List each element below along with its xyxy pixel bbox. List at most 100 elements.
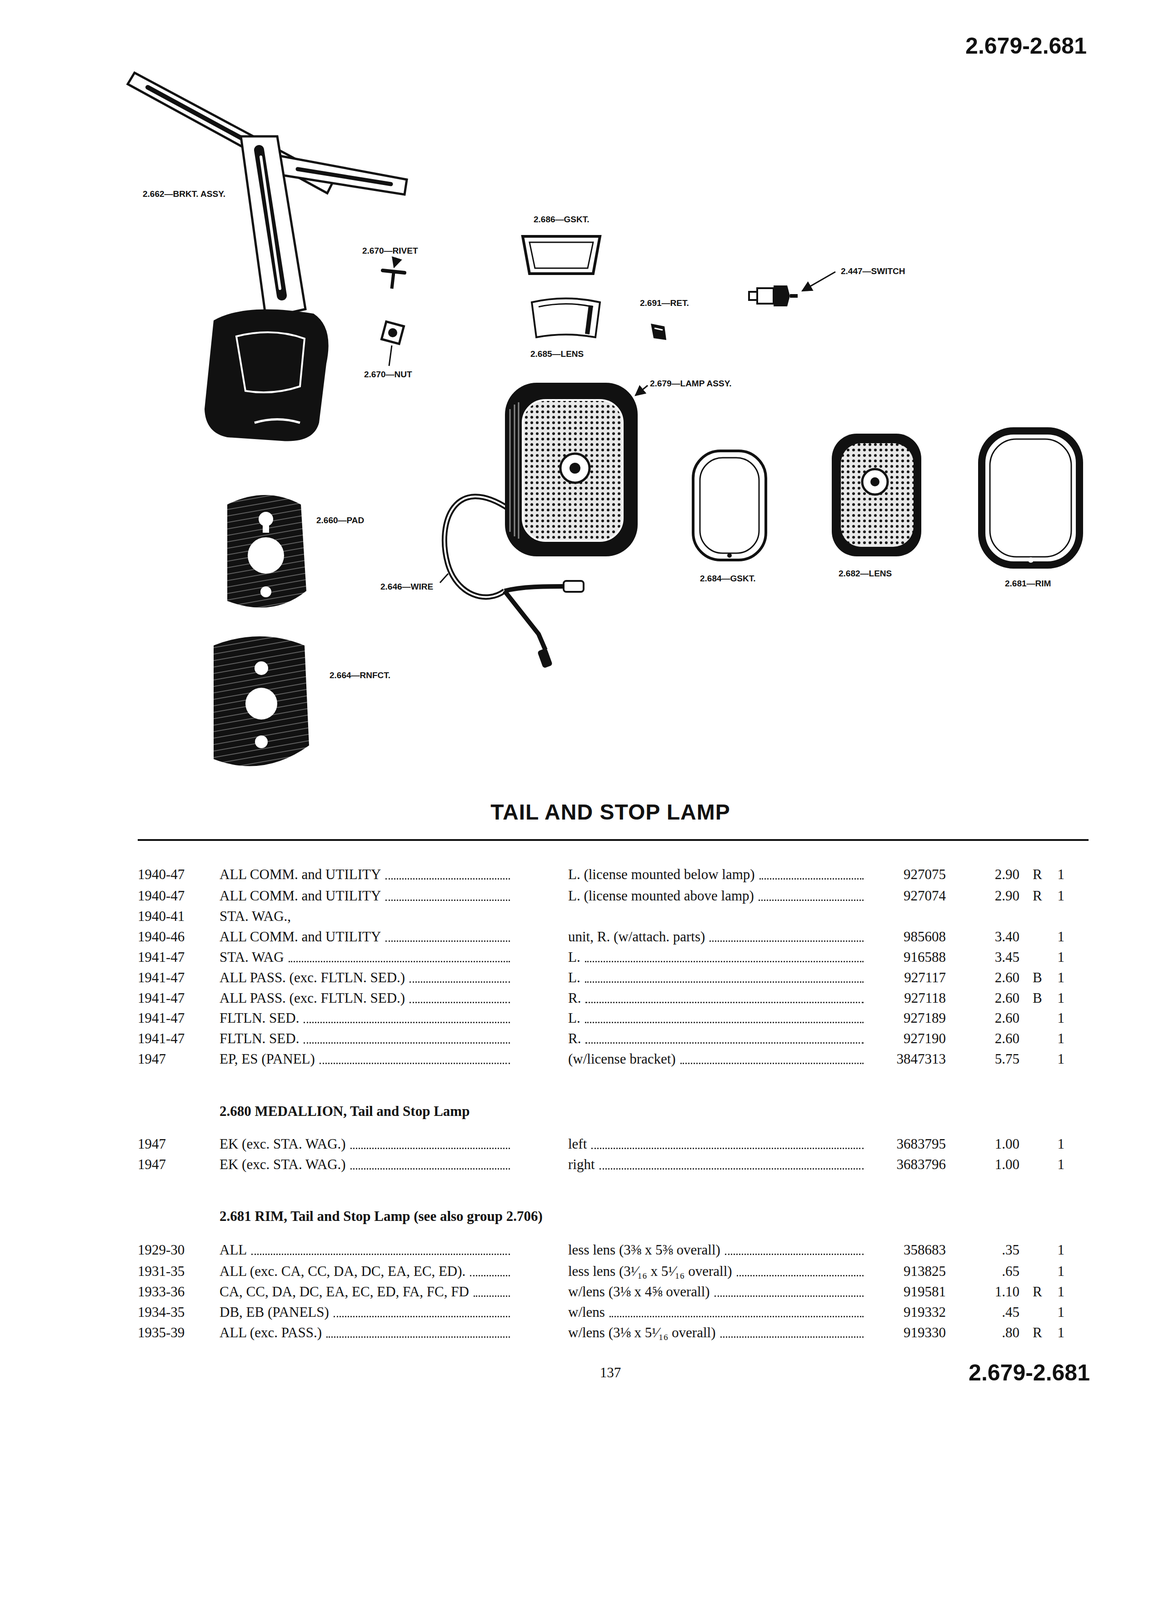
dot-leader [385,940,510,942]
table-cell: 1 [1057,1241,1065,1259]
table-cell: w/lens (3⅛ x 5¹⁄₁₆ overall) [568,1323,716,1341]
callout-label: 2.679—LAMP ASSY. [649,378,732,390]
callout-label: 2.691—RET. [639,298,690,309]
dot-leader [714,1295,864,1297]
table-cell: 916588 [903,948,946,966]
lamp-face-parts [693,430,1080,565]
table-cell: STA. WAG [219,948,285,966]
table-cell: FLTLN. SED. [219,1009,300,1027]
table-cell: 2.60 [994,1029,1020,1047]
table-cell: ALL (exc. PASS.) [219,1323,322,1341]
page-title: TAIL AND STOP LAMP [490,799,730,826]
dot-leader [303,1021,510,1024]
lamp-assembly [439,382,648,669]
table-cell: 919330 [903,1323,946,1341]
dot-leader [724,1253,864,1255]
callout-label: 2.681—RIM [1004,578,1051,590]
table-cell: 1.10 [994,1283,1020,1300]
table-cell: 1929-30 [137,1241,185,1259]
dot-leader [251,1253,510,1255]
table-cell: 3683796 [896,1155,947,1173]
page-header: 2.679-2.681 [965,32,1087,60]
table-cell: 3847313 [896,1050,947,1068]
table-cell: 1 [1057,969,1065,986]
table-cell: EP, ES (PANEL) [219,1050,315,1068]
table-cell: R [1032,1323,1043,1341]
table-cell: 913825 [903,1262,946,1280]
callout-label: 2.685—LENS [530,349,584,360]
table-cell: 2.60 [994,989,1020,1007]
table-cell: .45 [1001,1303,1020,1321]
table-cell: 1 [1057,1029,1065,1047]
table-cell: 358683 [903,1241,946,1259]
table-cell: unit, R. (w/attach. parts) [568,928,705,945]
table-cell: 1 [1057,865,1065,883]
dot-leader [409,1001,510,1004]
table-cell: L. [568,948,581,966]
dot-leader [680,1062,864,1065]
table-cell: ALL COMM. and UTILITY [219,865,381,883]
dot-leader [720,1336,865,1338]
bracket-assembly [127,72,407,442]
table-cell: EK (exc. STA. WAG.) [219,1135,346,1153]
dot-leader [326,1336,510,1338]
dot-leader [350,1147,510,1149]
table-cell: 919581 [903,1283,946,1300]
table-cell: 927189 [903,1009,946,1027]
dot-leader [473,1295,510,1297]
table-rule [137,839,1089,841]
table-cell: 1 [1057,1283,1065,1300]
dot-leader [319,1062,510,1065]
table-cell: 3.45 [994,948,1020,966]
table-cell: 2.60 [994,1009,1020,1027]
section-heading: 2.681 RIM, Tail and Stop Lamp (see also … [219,1207,543,1225]
callout-label: 2.684—GSKT. [699,573,756,585]
callout-label: 2.686—GSKT. [533,214,590,225]
dot-leader [599,1168,864,1170]
table-cell: 1935-39 [137,1323,185,1341]
callout-label: 2.646—WIRE [380,581,434,593]
dot-leader [469,1274,510,1277]
page-number: 137 [599,1363,622,1381]
table-cell: 1 [1057,1262,1065,1280]
table-cell: 1933-36 [137,1283,185,1300]
table-cell: 1941-47 [137,969,185,986]
table-cell: 1941-47 [137,1009,185,1027]
table-cell: 1940-47 [137,865,185,883]
table-cell: ALL PASS. (exc. FLTLN. SED.) [219,989,405,1007]
dot-leader [736,1274,864,1277]
table-cell: EK (exc. STA. WAG.) [219,1155,346,1173]
table-cell: 1947 [137,1155,166,1173]
table-cell: right [568,1155,595,1173]
dot-leader [385,899,510,901]
table-cell: .80 [1001,1323,1020,1341]
table-cell: ALL COMM. and UTILITY [219,928,381,945]
table-cell: 927190 [903,1029,946,1047]
table-cell: 1.00 [994,1155,1020,1173]
table-cell: R [1032,887,1043,905]
callout-label: 2.670—NUT [364,369,413,380]
table-cell: 3683795 [896,1135,947,1153]
callout-label: 2.660—PAD [316,515,365,526]
dot-leader [591,1147,864,1149]
table-cell: 1.00 [994,1135,1020,1153]
table-cell: DB, EB (PANELS) [219,1303,330,1321]
table-cell: 1 [1057,1009,1065,1027]
table-cell: FLTLN. SED. [219,1029,300,1047]
table-cell: 1 [1057,989,1065,1007]
table-cell: w/lens [568,1303,605,1321]
small-parts [522,236,836,340]
table-cell: 1 [1057,948,1065,966]
table-cell: 927118 [904,989,946,1007]
dot-leader [585,1042,864,1044]
table-cell: ALL COMM. and UTILITY [219,887,381,905]
section-heading: 2.680 MEDALLION, Tail and Stop Lamp [219,1102,470,1120]
table-cell: 927117 [904,969,946,986]
table-cell: .35 [1001,1241,1020,1259]
table-cell: 1940-47 [137,887,185,905]
table-cell: 1941-47 [137,989,185,1007]
table-cell: 1 [1057,1050,1065,1068]
dot-leader [609,1315,864,1318]
callout-label: 2.682—LENS [838,568,892,580]
